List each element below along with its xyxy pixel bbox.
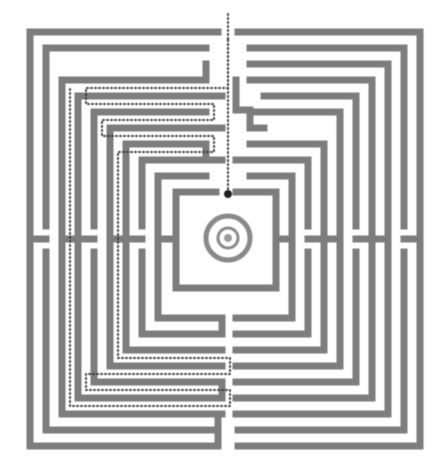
- wall-segment: [236, 80, 250, 110]
- wall-segment: [158, 176, 222, 318]
- position-marker-icon: [224, 190, 232, 198]
- wall-segment: [236, 176, 292, 318]
- center-ring-icon: [206, 216, 250, 260]
